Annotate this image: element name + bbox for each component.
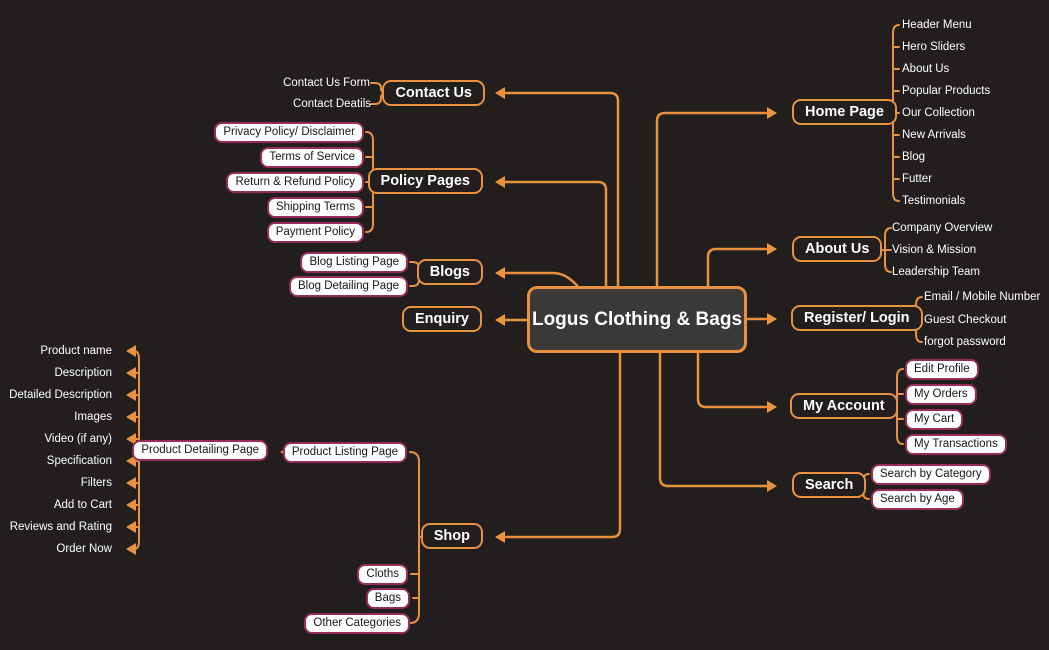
box-bags[interactable]: Bags [365, 588, 410, 609]
box-privacy-policy-disclaimer[interactable]: Privacy Policy/ Disclaimer [214, 122, 364, 143]
node-search[interactable]: Search [792, 472, 867, 498]
leaf-contact-details[interactable]: Contact Deatils [293, 98, 371, 110]
box-search-by-age[interactable]: Search by Age [871, 489, 964, 510]
leaf-product-name[interactable]: Product name [40, 345, 112, 357]
node-enquiry[interactable]: Enquiry [402, 306, 482, 332]
leaf-email-mobile-number[interactable]: Email / Mobile Number [924, 291, 1041, 303]
leaf-filters[interactable]: Filters [80, 477, 112, 489]
leaf-images[interactable]: Images [74, 411, 112, 423]
box-my-transactions[interactable]: My Transactions [905, 434, 1007, 455]
box-return-refund-policy[interactable]: Return & Refund Policy [226, 172, 364, 193]
box-product-detailing-page[interactable]: Product Detailing Page [132, 440, 268, 461]
node-register-login[interactable]: Register/ Login [791, 305, 923, 331]
box-shipping-terms[interactable]: Shipping Terms [266, 197, 364, 218]
node-shop[interactable]: Shop [420, 523, 483, 549]
leaf-about-us[interactable]: About Us [902, 63, 950, 75]
box-other-categories[interactable]: Other Categories [304, 613, 410, 634]
node-my-account[interactable]: My Account [790, 393, 898, 419]
leaf-add-to-cart[interactable]: Add to Cart [53, 499, 112, 511]
box-my-orders[interactable]: My Orders [905, 384, 977, 405]
leaf-specification[interactable]: Specification [46, 455, 112, 467]
leaf-contact-us-form[interactable]: Contact Us Form [283, 77, 370, 89]
leaf-futter[interactable]: Futter [902, 173, 933, 185]
leaf-header-menu[interactable]: Header Menu [902, 19, 972, 31]
leaf-description[interactable]: Description [54, 367, 112, 379]
box-edit-profile[interactable]: Edit Profile [905, 359, 979, 380]
box-blog-detailing-page[interactable]: Blog Detailing Page [288, 276, 408, 297]
node-about-us[interactable]: About Us [792, 236, 883, 262]
leaf-leadership-team[interactable]: Leadership Team [892, 266, 981, 278]
leaf-vision-mission[interactable]: Vision & Mission [892, 244, 977, 256]
leaf-new-arrivals[interactable]: New Arrivals [902, 129, 966, 141]
leaf-guest-checkout[interactable]: Guest Checkout [924, 314, 1007, 326]
leaf-company-overview[interactable]: Company Overview [892, 222, 993, 234]
leaf-forgot-password[interactable]: forgot password [924, 336, 1006, 348]
box-cloths[interactable]: Cloths [357, 564, 408, 585]
box-search-by-category[interactable]: Search by Category [871, 464, 991, 485]
node-home-page[interactable]: Home Page [792, 99, 897, 125]
leaf-order-now[interactable]: Order Now [56, 543, 112, 555]
leaf-blog[interactable]: Blog [902, 151, 926, 163]
leaf-testimonials[interactable]: Testimonials [902, 195, 966, 207]
leaf-detailed-description[interactable]: Detailed Description [9, 389, 112, 401]
leaf-our-collection[interactable]: Our Collection [902, 107, 975, 119]
node-policy-pages[interactable]: Policy Pages [367, 168, 483, 194]
leaf-video-if-any[interactable]: Video (if any) [44, 433, 112, 445]
leaf-hero-sliders[interactable]: Hero Sliders [902, 41, 966, 53]
node-blogs[interactable]: Blogs [416, 259, 483, 285]
leaf-reviews-and-rating[interactable]: Reviews and Rating [9, 521, 112, 533]
box-product-listing-page[interactable]: Product Listing Page [282, 442, 407, 463]
central-node[interactable]: Logus Clothing & Bags [527, 286, 747, 353]
leaf-popular-products[interactable]: Popular Products [902, 85, 991, 97]
box-blog-listing-page[interactable]: Blog Listing Page [300, 252, 408, 273]
node-contact-us[interactable]: Contact Us [382, 80, 485, 106]
box-my-cart[interactable]: My Cart [905, 409, 964, 430]
box-payment-policy[interactable]: Payment Policy [266, 222, 364, 243]
box-terms-of-service[interactable]: Terms of Service [260, 147, 364, 168]
